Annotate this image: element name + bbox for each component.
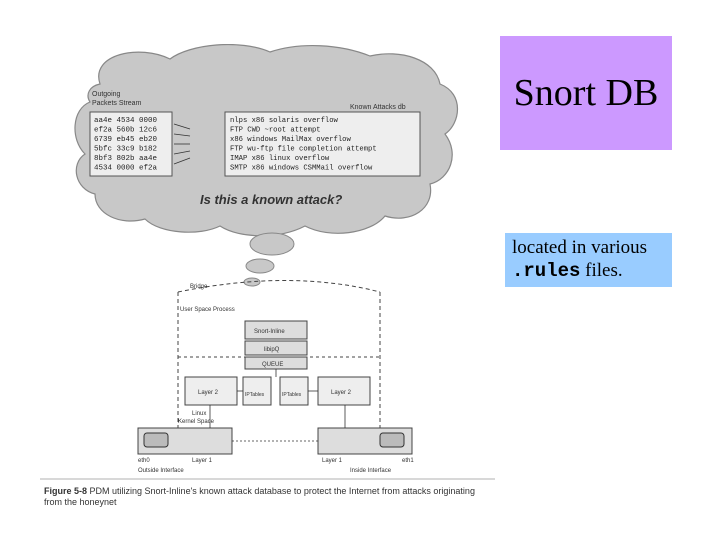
thought-bubble [249, 232, 295, 256]
layer2-right-box [317, 376, 371, 406]
attack-signature: FTP wu-ftp file completion attempt [230, 146, 377, 154]
slide-title: Snort DB [513, 72, 659, 114]
slide-note-box: located in various .rules files. [505, 233, 672, 287]
question-text: Is this a known attack? [200, 192, 342, 207]
slide-title-box: Snort DB [500, 36, 672, 150]
layer1-right-label: Layer 1 [322, 458, 343, 464]
layer2-left-label: Layer 2 [198, 390, 219, 396]
figure-diagram: Outgoing Packets Stream Known Attacks db… [40, 44, 495, 480]
layer2-right-label: Layer 2 [331, 390, 352, 396]
outside-interface-label: Outside Interface [138, 468, 184, 474]
layer1-left-label: Layer 1 [192, 458, 213, 464]
thought-bubble [245, 258, 275, 274]
attack-signature: SMTP x86 windows CSMMail overflow [230, 165, 373, 173]
attacks-db-box [224, 111, 421, 177]
eth1-label: eth1 [402, 458, 414, 464]
user-space-label: User Space Process [180, 307, 235, 313]
bridge-arc [177, 280, 381, 293]
attack-signature: IMAP x86 linux overflow [230, 155, 330, 163]
kernel-space-label: Kernel Space [178, 419, 215, 425]
attack-signature: nlps x86 solaris overflow [230, 117, 339, 125]
iptables-2-box [279, 376, 309, 406]
packet-arrows [173, 123, 191, 165]
eth1-port-icon [379, 432, 405, 448]
eth0-label: eth0 [138, 458, 150, 464]
iptables-1-label: IPTables [245, 392, 265, 398]
packet-line: 6739 eb45 eb20 [94, 136, 158, 144]
stream-label: Packets Stream [92, 100, 142, 107]
thought-bubble [243, 277, 261, 287]
stream-label: Outgoing [92, 91, 121, 98]
linux-label: Linux [192, 411, 206, 417]
snort-inline-box [244, 320, 308, 340]
caption-text: PDM utilizing Snort-Inline's known attac… [44, 486, 475, 507]
figure-caption: Figure 5-8 PDM utilizing Snort-Inline's … [44, 486, 494, 508]
caption-label: Figure 5-8 [44, 486, 88, 496]
attack-signature: FTP CWD ~root attempt [230, 127, 321, 135]
db-label: Known Attacks db [350, 104, 406, 111]
queue-label: QUEUE [262, 362, 283, 368]
iptables-2-label: IPTables [282, 392, 302, 398]
bridge-label: Bridge [190, 284, 208, 290]
inside-interface-label: Inside Interface [350, 468, 392, 474]
packet-line: 8bf3 802b aa4e [94, 155, 157, 163]
packet-line: ef2a 560b 12c6 [94, 127, 158, 135]
eth0-port-icon [143, 432, 169, 448]
packet-line: 4534 0000 ef2a [94, 165, 158, 173]
note-prefix: located in various [512, 237, 648, 258]
iptables-1-box [242, 376, 272, 406]
packet-box [89, 111, 173, 177]
attack-signature: x86 windows MailMax overflow [230, 136, 351, 144]
snort-inline-label: Snort-Inline [254, 329, 285, 335]
packet-line: aa4e 4534 0000 [94, 117, 158, 125]
libipq-box [244, 340, 308, 356]
note-suffix: files. [580, 260, 623, 281]
diagram-connectors [209, 369, 346, 442]
note-code: .rules [512, 260, 581, 282]
libipq-label: libipQ [264, 347, 280, 353]
packet-line: 5bfc 33c9 b182 [94, 146, 157, 154]
